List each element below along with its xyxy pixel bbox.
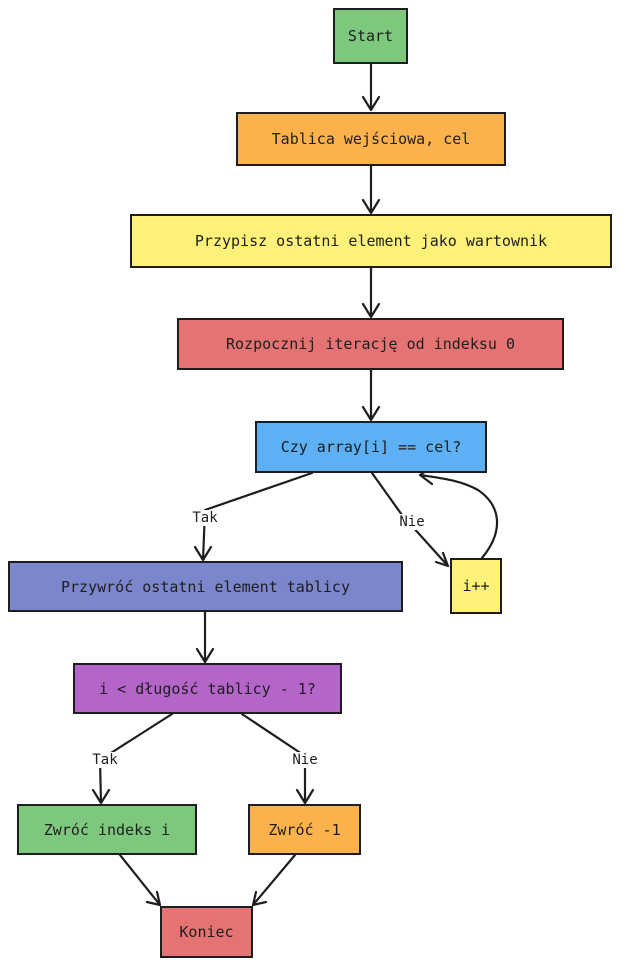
arrow-increment-loop bbox=[418, 465, 498, 560]
input-node: Tablica wejściowa, cel bbox=[236, 112, 506, 166]
arrow-iterate-check bbox=[361, 368, 381, 422]
arrow-restore-compare bbox=[195, 610, 215, 664]
check-node: Czy array[i] == cel? bbox=[255, 421, 487, 473]
iterate-node: Rozpocznij iterację od indeksu 0 bbox=[177, 318, 564, 370]
edge-label-check-no: Nie bbox=[396, 514, 428, 530]
return-minus-one-node: Zwróć -1 bbox=[248, 804, 361, 855]
edge-label-compare-yes: Tak bbox=[89, 752, 121, 768]
return-index-node: Zwróć indeks i bbox=[17, 804, 197, 855]
increment-node: i++ bbox=[450, 558, 502, 614]
start-node: Start bbox=[333, 8, 408, 64]
arrow-sentinel-iterate bbox=[361, 266, 381, 319]
arrow-returni-end bbox=[118, 853, 162, 907]
arrow-input-sentinel bbox=[361, 164, 381, 215]
arrow-start-input bbox=[361, 62, 381, 112]
edge-label-compare-no: Nie bbox=[289, 752, 321, 768]
compare-node: i < długość tablicy - 1? bbox=[73, 663, 342, 714]
edge-label-check-yes: Tak bbox=[189, 510, 221, 526]
sentinel-node: Przypisz ostatni element jako wartownik bbox=[130, 214, 612, 268]
restore-node: Przywróć ostatni element tablicy bbox=[8, 561, 403, 612]
end-node: Koniec bbox=[160, 906, 253, 958]
arrow-returnneg-end bbox=[251, 853, 297, 907]
